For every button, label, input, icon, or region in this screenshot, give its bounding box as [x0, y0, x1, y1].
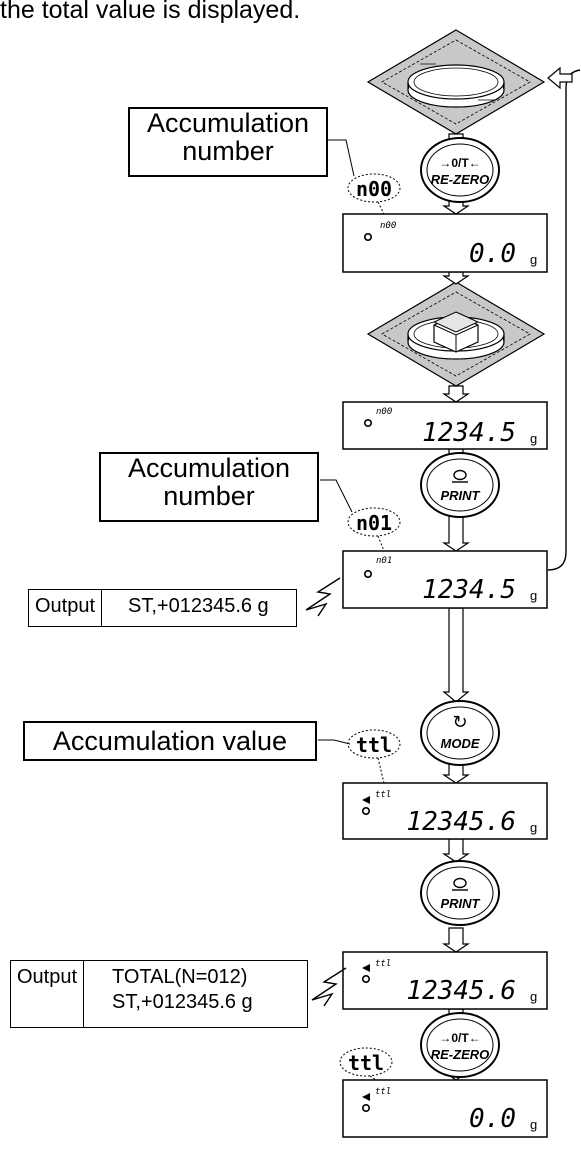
output-box-1: Output ST,+012345.6 g [28, 589, 297, 627]
loop-back-arrow [547, 66, 581, 571]
callout-text: Accumulation value [52, 726, 288, 756]
display-unit: g [530, 820, 537, 835]
output-values: ST,+012345.6 g [128, 594, 290, 619]
transmit-bolt-1 [305, 577, 341, 617]
callout-line: number [163, 481, 255, 512]
mode-label: MODE [441, 736, 480, 751]
display-small-indicator: n01 [376, 556, 392, 566]
display-unit: g [530, 989, 537, 1004]
output-box-2: Output TOTAL(N=012) ST,+012345.6 g [10, 960, 308, 1028]
output-line: TOTAL(N=012) [112, 966, 248, 988]
rezero-symbol: →0/T← [439, 1031, 480, 1045]
weighing-pan-empty [366, 29, 546, 135]
transmit-bolt-2 [311, 967, 347, 1007]
display-value: 12345.6 [406, 807, 516, 837]
callout-line: Accumulation [146, 108, 310, 138]
output-line: ST,+012345.6 g [112, 991, 253, 1013]
callout-accumulation-value: Accumulation value [23, 721, 317, 761]
display-value: 1234.5 [422, 575, 516, 605]
callout-line: Accumulation [127, 453, 291, 483]
display-3: n01 1234.5 g [342, 550, 548, 609]
display-4: ttl 12345.6 g [342, 782, 548, 840]
display-value: 1234.5 [422, 418, 516, 448]
display-small-indicator: ttl [375, 959, 391, 969]
rezero-label: RE-ZERO [431, 1047, 490, 1062]
display-value: 12345.6 [406, 976, 516, 1006]
weighing-pan-with-sample [366, 281, 546, 387]
print-button-1[interactable]: PRINT [420, 452, 500, 518]
callout-accumulation-number-1: Accumulation number [128, 107, 328, 177]
indicator-text: n00 [356, 177, 392, 201]
print-button-2[interactable]: PRINT [420, 860, 500, 926]
callout-accumulation-number-2: Accumulation number [99, 452, 319, 522]
print-label: PRINT [441, 488, 481, 503]
mode-symbol: ↻ [452, 712, 467, 733]
display-unit: g [530, 1117, 537, 1132]
display-1: n00 0.0 g [342, 213, 548, 273]
display-2: n00 1234.5 g [342, 401, 548, 450]
display-unit: g [530, 252, 537, 267]
rezero-button-top[interactable]: →0/T← RE-ZERO [420, 137, 500, 203]
indicator-n00: n00 [347, 173, 401, 215]
output-line: ST,+012345.6 g [128, 595, 269, 617]
indicator-n01: n01 [347, 507, 401, 552]
display-small-indicator: n00 [380, 221, 396, 231]
intro-text: the total value is displayed. [0, 0, 301, 24]
display-unit: g [530, 588, 537, 603]
display-unit: g [530, 431, 537, 446]
display-6: ttl 0.0 g [342, 1079, 548, 1138]
display-5: ttl 12345.6 g [342, 951, 548, 1010]
display-small-indicator: ttl [375, 1087, 391, 1097]
rezero-symbol: →0/T← [439, 156, 480, 170]
indicator-text: n01 [356, 511, 392, 535]
display-small-indicator: ttl [375, 790, 391, 800]
callout-line: number [182, 136, 274, 167]
rezero-button-bottom[interactable]: →0/T← RE-ZERO [420, 1012, 500, 1078]
indicator-ttl-1: ttl [347, 729, 401, 784]
rezero-label: RE-ZERO [431, 172, 490, 187]
output-values: TOTAL(N=012) ST,+012345.6 g [112, 965, 301, 1015]
indicator-ttl-2: ttl [339, 1047, 393, 1081]
display-value: 0.0 [469, 239, 516, 269]
indicator-text: ttl [348, 1051, 384, 1075]
output-label: Output [29, 590, 103, 626]
display-small-indicator: n00 [376, 407, 392, 417]
mode-button[interactable]: ↻ MODE [420, 700, 500, 766]
output-label: Output [11, 961, 85, 1027]
callout-leaders [318, 139, 355, 745]
indicator-text: ttl [356, 733, 392, 757]
print-label: PRINT [441, 896, 481, 911]
display-value: 0.0 [469, 1104, 516, 1134]
